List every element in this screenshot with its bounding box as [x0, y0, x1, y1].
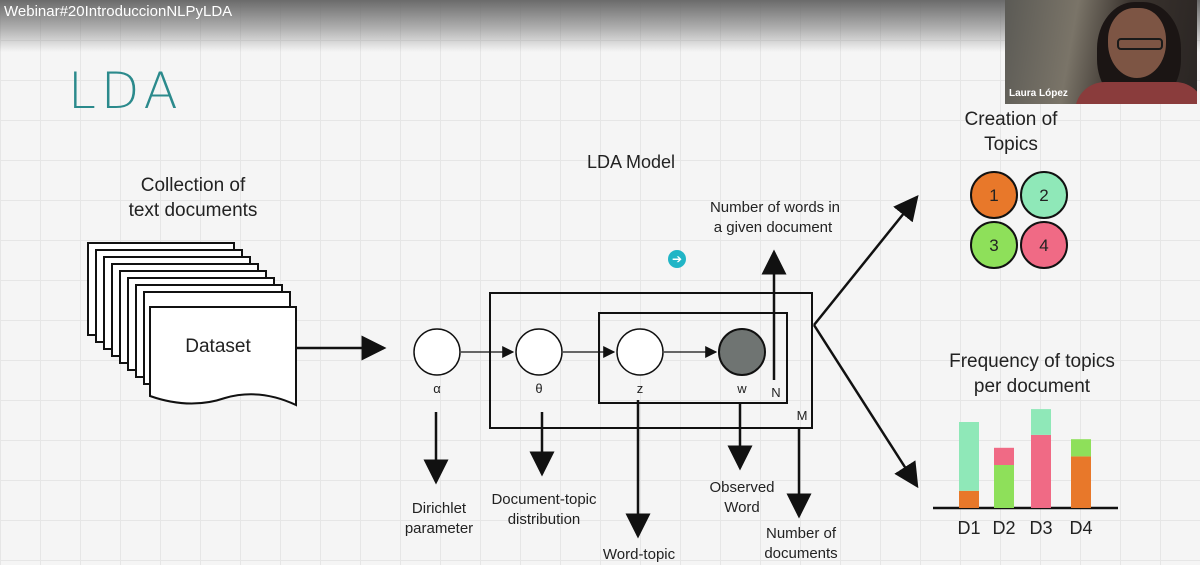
w-node — [718, 328, 766, 376]
topic-circles: 1 2 3 4 — [970, 171, 1068, 269]
tick-label-D2: D2 — [992, 518, 1015, 538]
topic-circle-1 — [970, 171, 1018, 219]
tick-label-D3: D3 — [1029, 518, 1052, 538]
topic-label-4: 4 — [1039, 236, 1048, 255]
observed-label-1: Observed — [709, 479, 774, 496]
document-stack — [87, 242, 297, 407]
doc-topic-label-1: Document-topic — [491, 491, 597, 508]
word-topic-label: Word-topic — [603, 546, 676, 563]
frequency-title-2: per document — [974, 376, 1091, 397]
tick-label-D4: D4 — [1069, 518, 1092, 538]
alpha-node — [413, 328, 461, 376]
bar-D3-segment-2 — [1031, 434, 1051, 508]
words-in-doc-label-2: a given document — [714, 219, 833, 236]
presenter-name: Laura López — [1009, 88, 1068, 99]
presenter-glasses — [1117, 38, 1163, 50]
video-title[interactable]: Webinar#20IntroduccionNLPyLDA — [4, 3, 233, 20]
topics-title-2: Topics — [984, 134, 1038, 155]
bar-D1-segment-3 — [959, 422, 979, 491]
frequency-title-1: Frequency of topics — [949, 351, 1115, 372]
topic-circle-4 — [1020, 221, 1068, 269]
frequency-chart: D1 D2 D3 D4 — [933, 409, 1118, 538]
presenter-webcam: Laura López — [1005, 0, 1197, 104]
collection-label-line1: Collection of — [141, 175, 246, 196]
topic-label-1: 1 — [989, 186, 998, 205]
presenter-shirt — [1075, 82, 1197, 104]
dirichlet-label-2: parameter — [405, 520, 473, 537]
topic-label-3: 3 — [989, 236, 998, 255]
theta-node — [515, 328, 563, 376]
tick-label-D1: D1 — [957, 518, 980, 538]
doc-topic-label-2: distribution — [508, 511, 581, 528]
lda-model-label: LDA Model — [587, 152, 675, 172]
bar-D2-segment-2 — [994, 447, 1014, 465]
M-label: M — [797, 408, 808, 423]
z-label: z — [637, 381, 644, 396]
z-node — [616, 328, 664, 376]
slide-title: LDA — [68, 62, 183, 120]
num-docs-label-1: Number of — [766, 525, 837, 542]
N-label: N — [771, 385, 780, 400]
pointer-cursor-icon: ➔ — [668, 250, 686, 268]
alpha-label: α — [433, 381, 441, 396]
observed-label-2: Word — [724, 499, 760, 516]
dataset-label: Dataset — [185, 336, 251, 357]
bar-D4-segment-1 — [1071, 439, 1091, 457]
w-label: w — [736, 381, 747, 396]
words-in-doc-label-1: Number of words in — [710, 199, 840, 216]
topic-circle-3 — [970, 221, 1018, 269]
dirichlet-label-1: Dirichlet — [412, 500, 467, 517]
topics-title-1: Creation of — [965, 109, 1059, 130]
plate-M — [489, 292, 813, 429]
bar-D1-segment-0 — [959, 490, 979, 508]
bar-D2-segment-1 — [994, 465, 1014, 508]
bar-D4-segment-0 — [1071, 456, 1091, 508]
collection-label-line2: text documents — [129, 200, 258, 221]
plate-N — [598, 312, 788, 404]
topic-circle-2 — [1020, 171, 1068, 219]
topic-label-2: 2 — [1039, 186, 1048, 205]
num-docs-label-2: documents — [764, 545, 837, 562]
theta-label: θ — [535, 381, 542, 396]
bar-D3-segment-3 — [1031, 409, 1051, 435]
